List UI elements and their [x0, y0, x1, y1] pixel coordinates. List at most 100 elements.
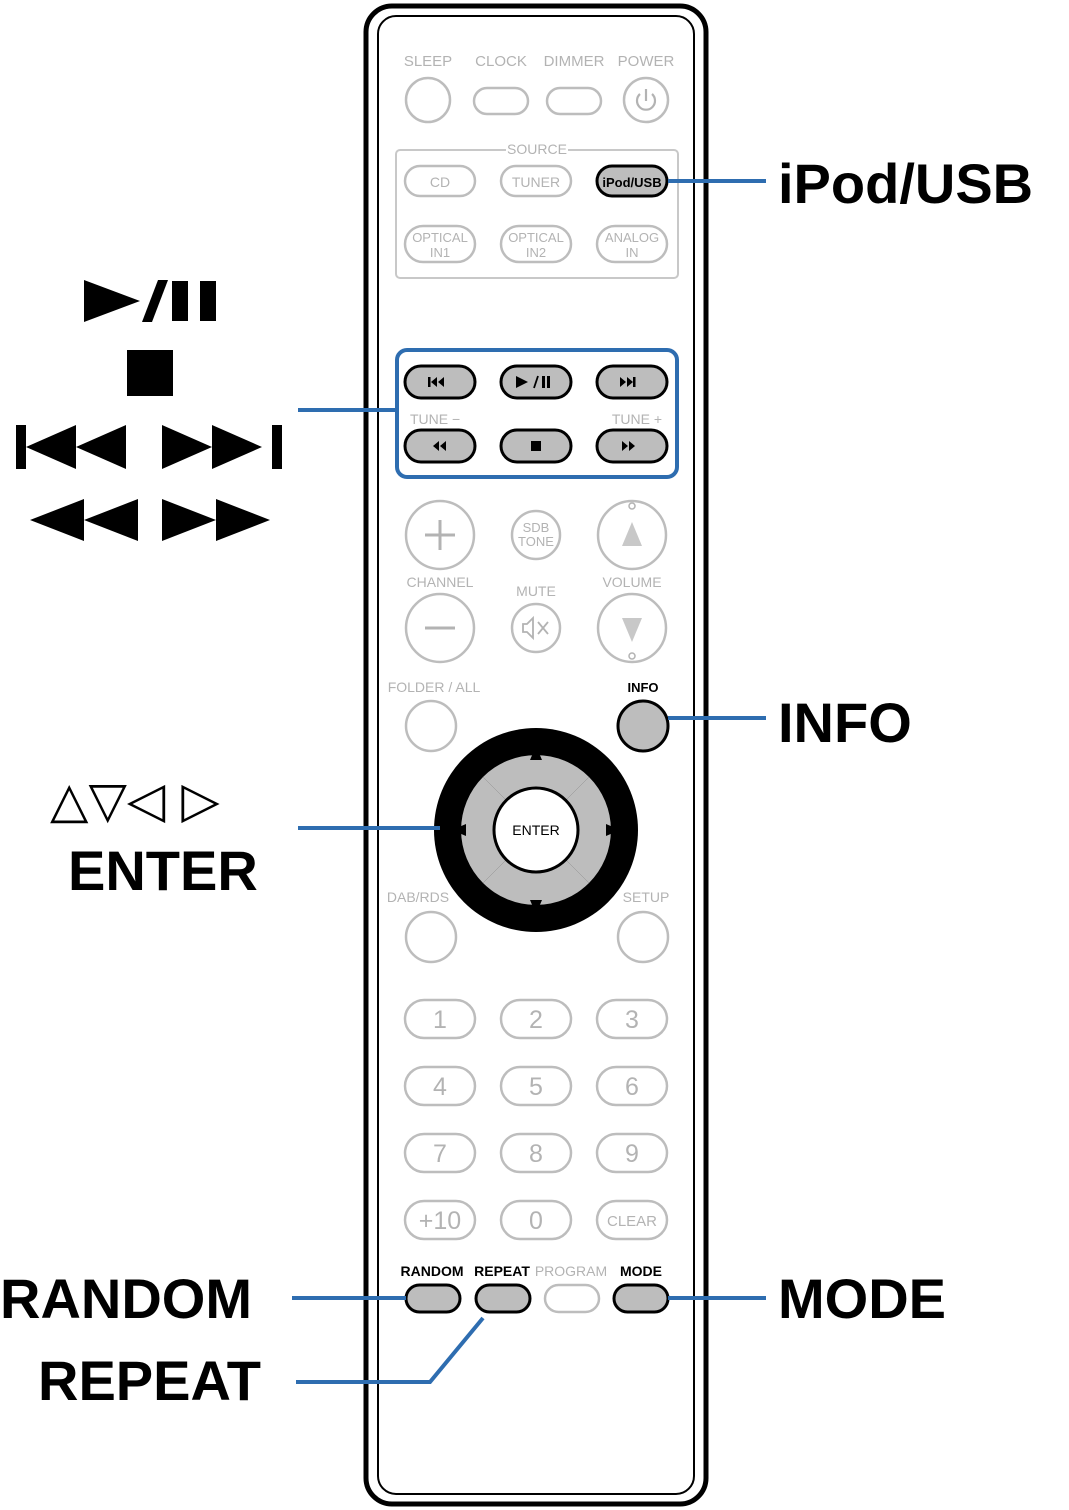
mode-button[interactable] — [612, 1283, 670, 1314]
source-title: SOURCE — [507, 141, 567, 157]
number-label-0: 0 — [529, 1207, 543, 1235]
setup-button[interactable] — [616, 910, 670, 964]
clock-label: CLOCK — [475, 53, 527, 70]
plus-icon — [425, 520, 455, 550]
number-button-4[interactable] — [403, 1065, 477, 1107]
number-label-9: 9 — [625, 1140, 639, 1168]
stop-symbol — [127, 350, 173, 396]
random-callout: RANDOM — [0, 1267, 252, 1330]
tuner-button[interactable] — [499, 164, 573, 198]
ipod-usb-label: iPod/USB — [602, 175, 661, 190]
mute-button[interactable] — [510, 602, 562, 654]
cursor-right-button[interactable] — [566, 777, 611, 883]
rewind-button[interactable] — [403, 428, 477, 464]
number-button-3[interactable] — [595, 998, 669, 1040]
number-label-2: 2 — [529, 1006, 543, 1034]
channel-up-button[interactable] — [404, 499, 476, 571]
optical-in2-button[interactable] — [499, 224, 573, 264]
number-label-5: 5 — [529, 1073, 543, 1101]
number-label-7: 7 — [433, 1140, 447, 1168]
volume-up-arrow-icon — [622, 522, 642, 546]
random-label: RANDOM — [401, 1263, 464, 1279]
repeat-button[interactable] — [474, 1283, 532, 1314]
folder-all-label: FOLDER / ALL — [388, 679, 481, 695]
stop-button[interactable] — [499, 428, 573, 464]
volume-up-button[interactable] — [596, 499, 668, 571]
dab-rds-label: DAB/RDS — [387, 889, 449, 905]
repeat-callout: REPEAT — [38, 1349, 261, 1412]
skip-forward-button[interactable] — [595, 364, 669, 400]
volume-up-dot-icon — [628, 502, 636, 510]
power-button[interactable] — [622, 76, 670, 124]
number-button-clear[interactable] — [595, 1199, 669, 1241]
number-label-clear: CLEAR — [607, 1213, 657, 1230]
optical-in1-label-a: OPTICAL — [412, 230, 468, 245]
optical-in2-label-b: IN2 — [526, 245, 546, 260]
volume-down-dot-icon — [628, 652, 636, 660]
play-pause-icon — [516, 375, 550, 389]
power-icon — [635, 89, 657, 111]
tune-minus-label: TUNE − — [410, 411, 460, 427]
analog-in-label-b: IN — [626, 245, 639, 260]
number-button-1[interactable] — [403, 998, 477, 1040]
number-button-0[interactable] — [499, 1199, 573, 1241]
dab-rds-button[interactable] — [404, 910, 458, 964]
number-button-7[interactable] — [403, 1132, 477, 1174]
number-button-6[interactable] — [595, 1065, 669, 1107]
number-button-2[interactable] — [499, 998, 573, 1040]
optical-in1-button[interactable] — [403, 224, 477, 264]
play-pause-button[interactable] — [499, 364, 573, 400]
volume-down-button[interactable] — [596, 592, 668, 664]
info-button[interactable] — [616, 699, 670, 753]
cursor-left-button[interactable] — [461, 777, 506, 883]
fast-forward-symbol — [162, 499, 270, 541]
fast-forward-icon — [622, 441, 635, 451]
mute-label: MUTE — [516, 583, 556, 599]
sdb-tone-button[interactable] — [510, 509, 562, 561]
skip-back-button[interactable] — [403, 364, 477, 400]
analog-in-label-a: ANALOG — [605, 230, 659, 245]
number-label-8: 8 — [529, 1140, 543, 1168]
optical-in2-label-a: OPTICAL — [508, 230, 564, 245]
number-button-8[interactable] — [499, 1132, 573, 1174]
stop-icon — [531, 441, 541, 451]
repeat-leader — [296, 1316, 485, 1384]
info-callout: INFO — [778, 691, 912, 754]
program-label: PROGRAM — [535, 1263, 607, 1279]
analog-in-button[interactable] — [595, 224, 669, 264]
skip-back-icon — [428, 377, 444, 387]
cursor-right-icon — [606, 824, 620, 836]
rewind-icon — [433, 441, 446, 451]
number-label-1: 1 — [433, 1006, 447, 1034]
folder-all-button[interactable] — [404, 699, 458, 753]
number-button-plus10[interactable] — [403, 1199, 477, 1241]
volume-label: VOLUME — [602, 574, 661, 590]
power-label: POWER — [618, 53, 675, 70]
program-button[interactable] — [543, 1283, 601, 1314]
sleep-label: SLEEP — [404, 53, 452, 70]
tuner-label: TUNER — [512, 174, 560, 190]
fast-forward-button[interactable] — [595, 428, 669, 464]
clock-button[interactable] — [472, 86, 530, 116]
skip-forward-symbol — [162, 425, 282, 469]
mute-icon — [522, 615, 549, 641]
cursor-up-button[interactable] — [483, 755, 589, 800]
enter-label: ENTER — [512, 822, 559, 838]
dpad — [434, 728, 638, 932]
cursor-down-button[interactable] — [483, 860, 589, 905]
number-button-5[interactable] — [499, 1065, 573, 1107]
channel-down-button[interactable] — [404, 592, 476, 664]
enter-button[interactable] — [492, 786, 580, 874]
ipod-usb-button[interactable] — [595, 164, 669, 198]
number-label-6: 6 — [625, 1073, 639, 1101]
number-button-9[interactable] — [595, 1132, 669, 1174]
skip-forward-icon — [620, 377, 636, 387]
random-button[interactable] — [404, 1283, 462, 1314]
cd-button[interactable] — [403, 164, 477, 198]
dimmer-button[interactable] — [545, 86, 603, 116]
number-label-4: 4 — [433, 1073, 447, 1101]
sleep-button[interactable] — [404, 76, 452, 124]
mode-callout: MODE — [778, 1267, 946, 1330]
